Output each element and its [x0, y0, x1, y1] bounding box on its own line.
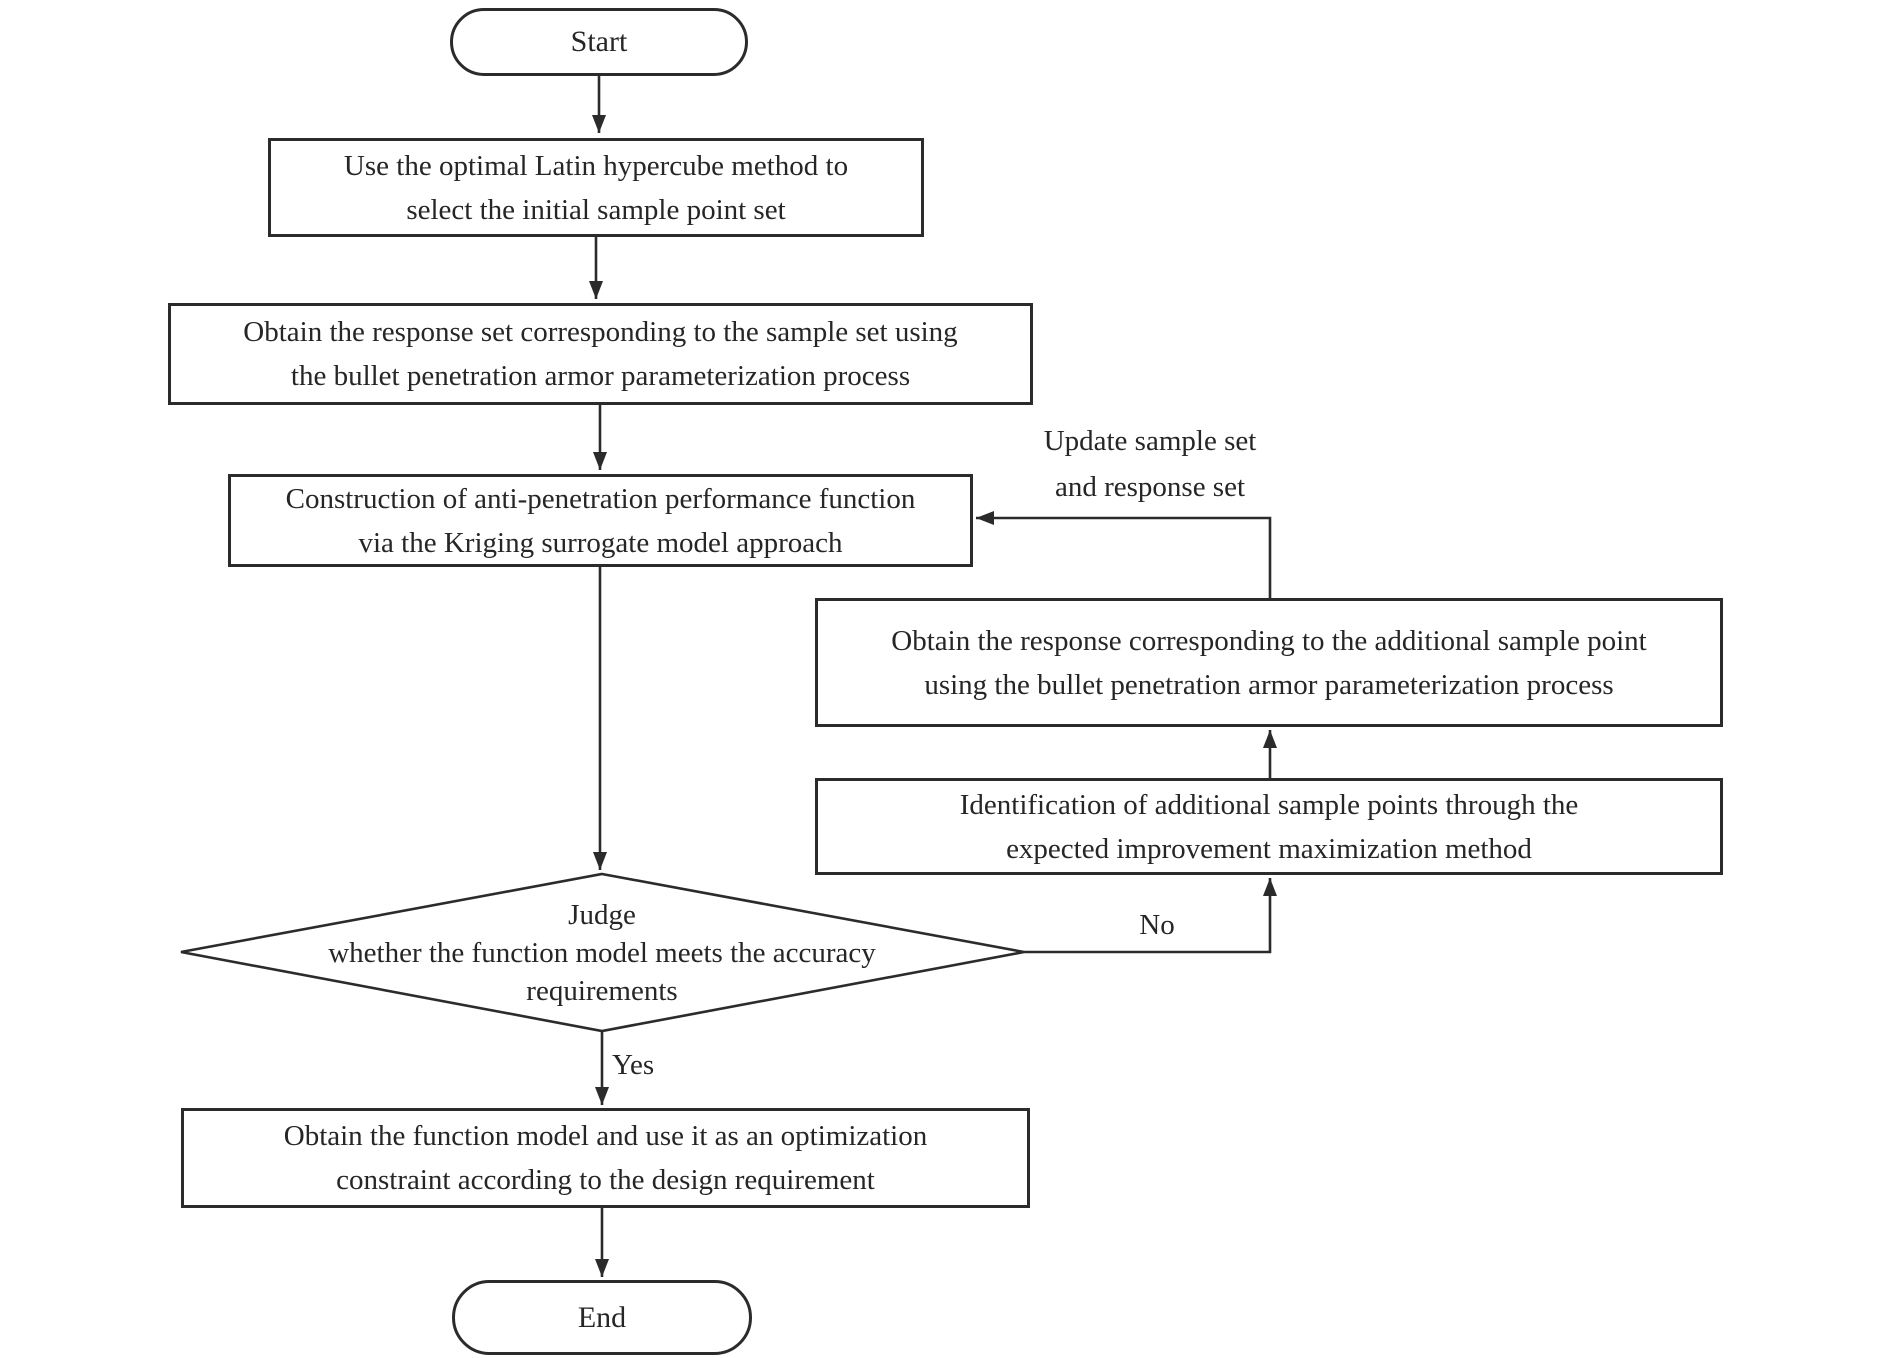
arrow-update-to-kriging — [976, 511, 1272, 598]
process-text: expected improvement maximization method — [1006, 832, 1532, 865]
process-response-set: Obtain the response set corresponding to… — [168, 303, 1033, 405]
process-text: the bullet penetration armor parameteriz… — [290, 360, 911, 392]
process-text: select the initial sample point set — [406, 193, 786, 226]
process-text: Identification of additional sample poin… — [959, 788, 1579, 821]
process-additional-points: Identification of additional sample poin… — [815, 778, 1723, 875]
decision-text: Judge — [568, 899, 636, 931]
process-latin-hypercube: Use the optimal Latin hypercube method t… — [268, 138, 924, 237]
process-text: Obtain the response set corresponding to… — [243, 316, 958, 348]
process-text: constraint according to the design requi… — [336, 1164, 875, 1196]
process-text: via the Kriging surrogate model approach — [358, 526, 843, 559]
start-label: Start — [570, 25, 628, 58]
process-text: Construction of anti-penetration perform… — [285, 482, 916, 515]
end-terminal: End — [452, 1280, 752, 1355]
edge-label-update-sample-set: Update sample set and response set — [1043, 425, 1257, 503]
process-kriging-construction: Construction of anti-penetration perform… — [228, 474, 973, 567]
end-label: End — [577, 1300, 627, 1334]
decision-text: whether the function model meets the acc… — [328, 937, 876, 969]
start-terminal: Start — [450, 8, 748, 76]
process-text: Obtain the function model and use it as … — [283, 1120, 928, 1152]
decision-judge-accuracy: Judge whether the function model meets t… — [252, 893, 952, 1013]
process-additional-response: Obtain the response corresponding to the… — [815, 598, 1723, 727]
edge-label-no: No — [1139, 909, 1175, 941]
arrow-no-decision-to-additional-points — [1024, 878, 1277, 954]
process-text: Use the optimal Latin hypercube method t… — [343, 149, 849, 182]
decision-diamond — [180, 872, 1025, 1033]
edge-label-yes: Yes — [612, 1049, 655, 1081]
process-function-model-constraint: Obtain the function model and use it as … — [181, 1108, 1030, 1208]
process-text: Obtain the response corresponding to the… — [891, 624, 1647, 657]
decision-text: requirements — [526, 975, 678, 1007]
process-text: using the bullet penetration armor param… — [924, 668, 1614, 701]
